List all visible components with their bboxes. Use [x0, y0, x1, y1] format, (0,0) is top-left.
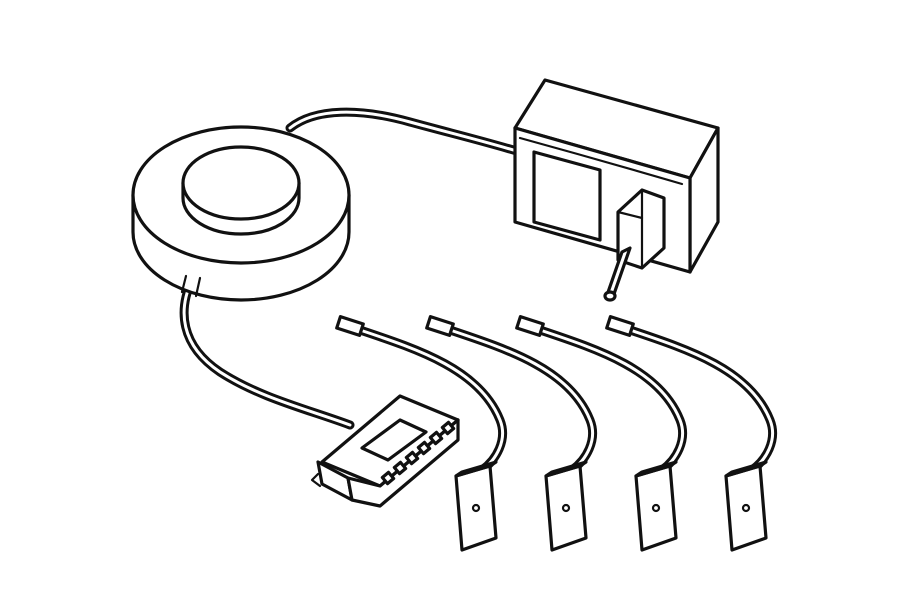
connector-icon	[605, 314, 635, 338]
led-light-2	[425, 314, 598, 552]
distributor-cable	[179, 275, 355, 430]
connector-icon	[425, 314, 455, 338]
power-adapter-icon	[513, 78, 720, 302]
dimmer-icon	[131, 125, 351, 302]
led-light-1	[335, 314, 508, 552]
distributor-icon	[310, 394, 460, 508]
adapter-cable	[285, 107, 525, 157]
connector-icon	[515, 314, 545, 338]
connector-icon	[335, 314, 365, 338]
led-light-4	[605, 314, 778, 552]
led-light-3	[515, 314, 688, 552]
distributor-sockets	[380, 420, 456, 486]
